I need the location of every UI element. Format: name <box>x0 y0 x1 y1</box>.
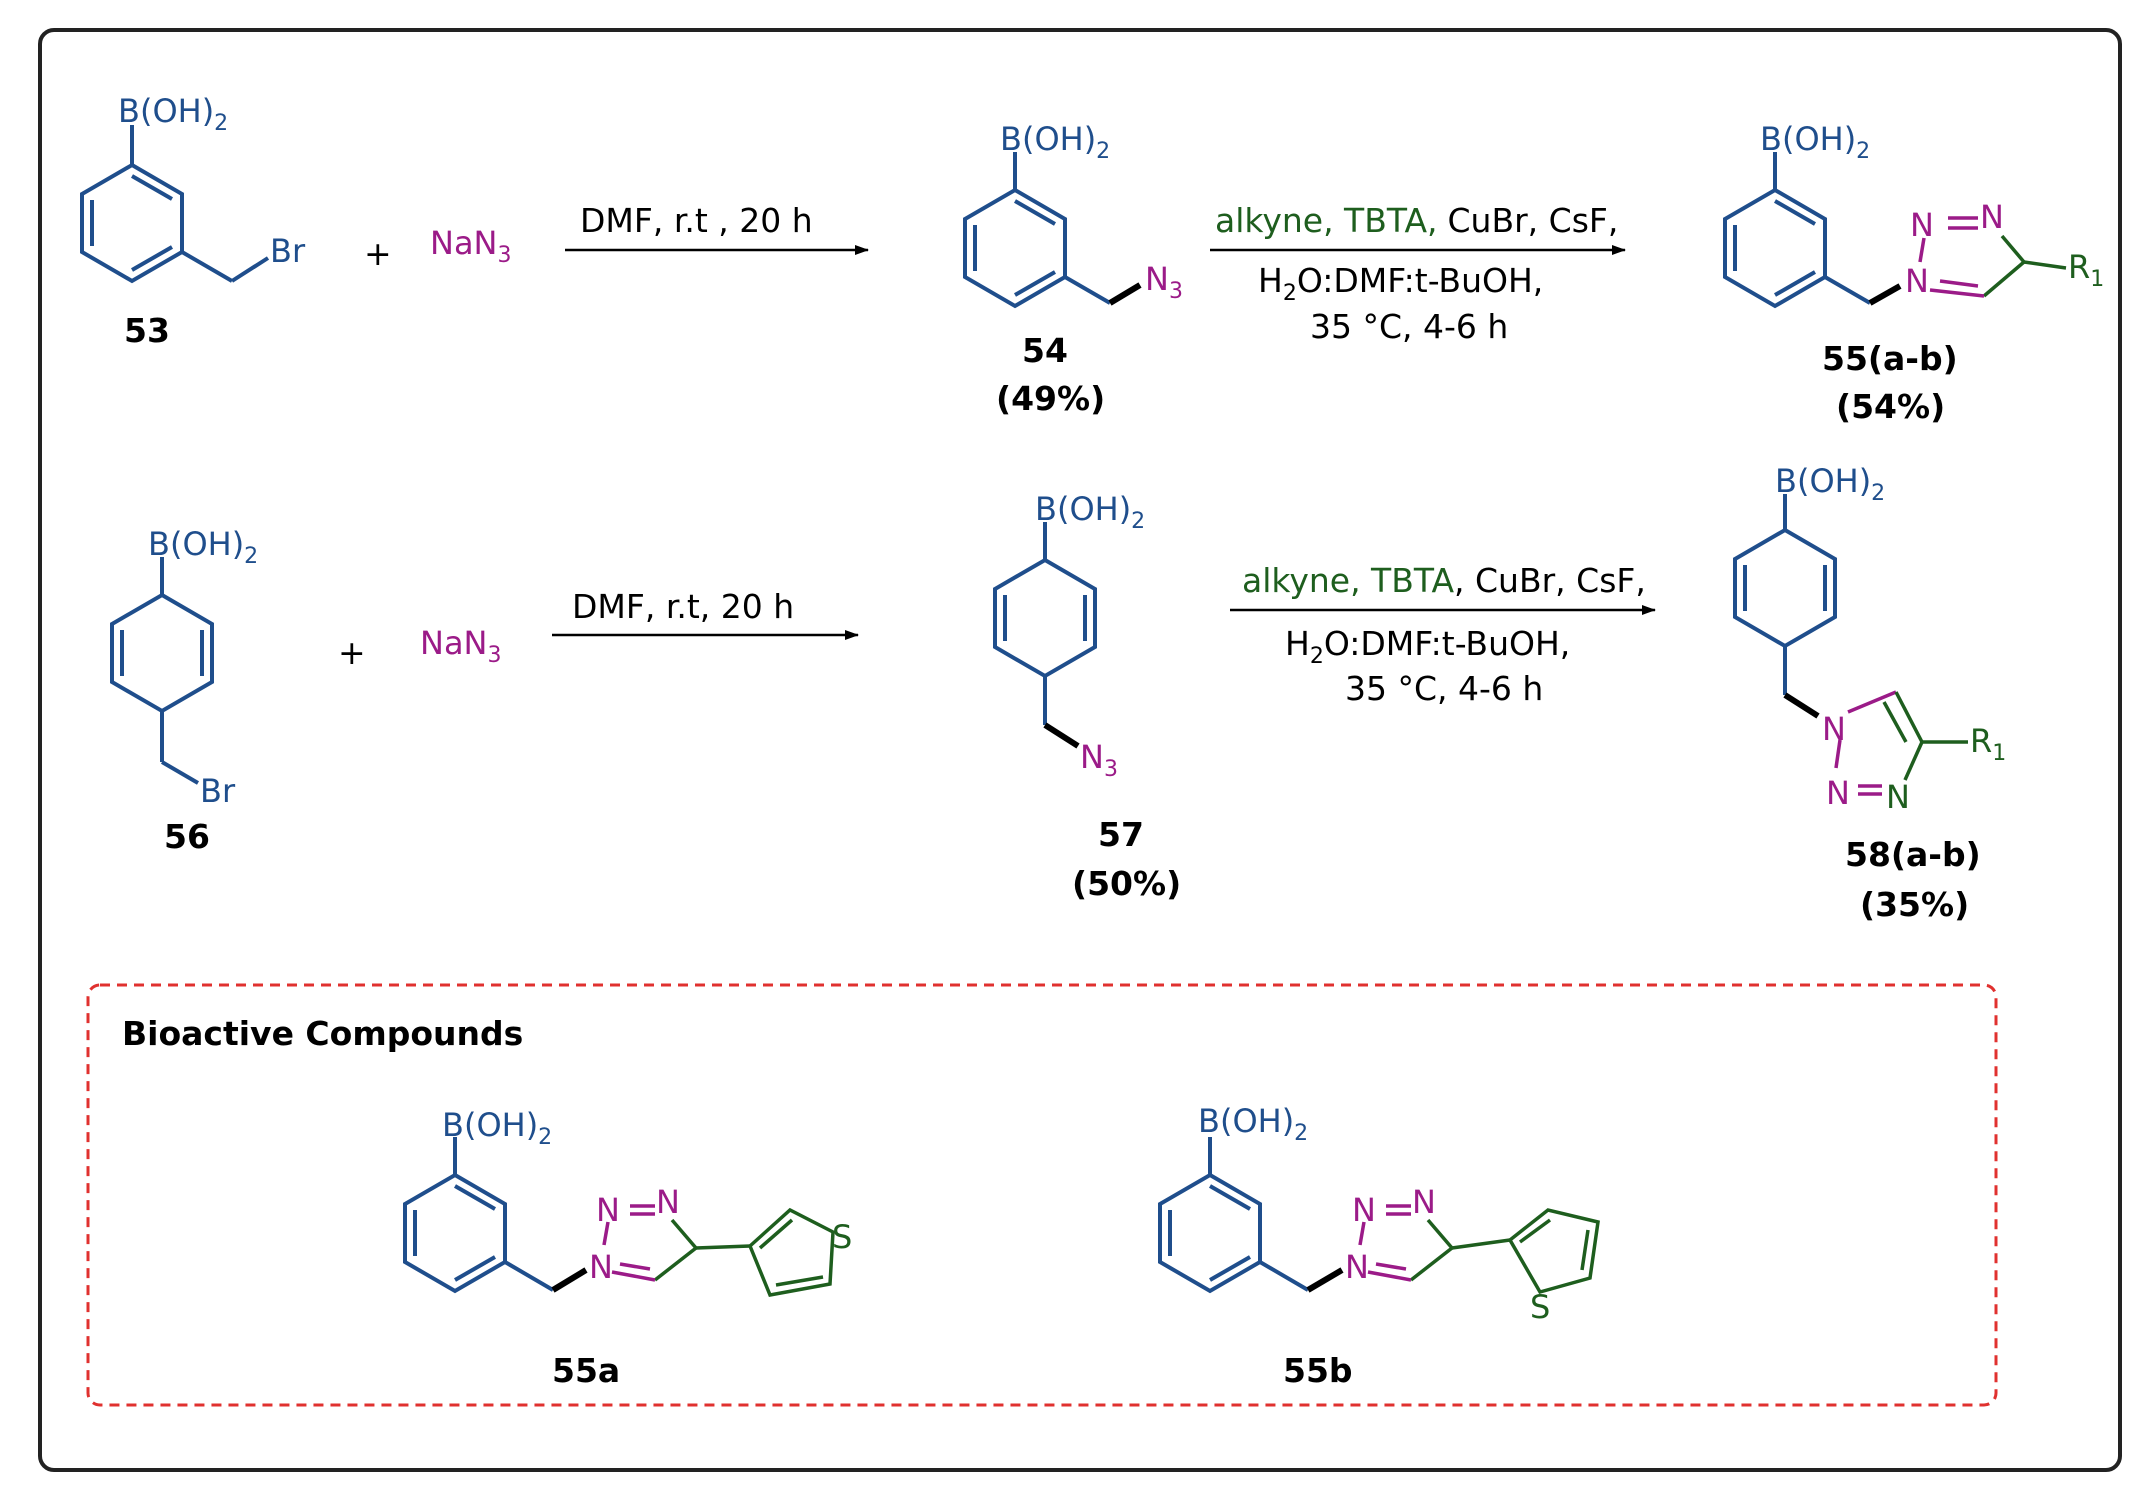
boronic-acid-label: B(OH)2 <box>148 525 258 569</box>
label-55: 55(a-b) <box>1822 339 1958 378</box>
conditions-step2-line2: H2O:DMF:t-BuOH, <box>1258 261 1543 306</box>
compound-55-structure <box>1723 152 1872 309</box>
nitrogen-label: N <box>1980 198 2004 236</box>
yield-55: (54%) <box>1836 387 1945 426</box>
sulfur-label: S <box>1530 1288 1550 1326</box>
nitrogen-label: N <box>1412 1183 1436 1221</box>
r1-group-label: R1 <box>2068 248 2104 292</box>
compound-58-structure <box>1733 494 1837 695</box>
conditions-step2-line3: 35 °C, 4-6 h <box>1345 669 1543 708</box>
bioactive-box <box>86 983 1998 1407</box>
r1-group-label: R1 <box>1970 722 2006 766</box>
yield-58: (35%) <box>1860 885 1969 924</box>
triazole-ring <box>1834 690 1968 796</box>
boronic-acid-label: B(OH)2 <box>1198 1102 1308 1146</box>
yield-54: (49%) <box>996 379 1105 418</box>
compound-55b-structure <box>1158 1137 1310 1294</box>
bromine-label: Br <box>270 232 306 270</box>
conditions-step2-line1: alkyne, TBTA,CuBr, CsF, <box>1215 201 1618 240</box>
compound-54-structure <box>963 152 1112 309</box>
bond-bold <box>1043 722 1080 749</box>
conditions-step2-line3: 35 °C, 4-6 h <box>1310 307 1508 346</box>
nitrogen-label: N <box>1905 262 1929 300</box>
triazoline-ring <box>1358 1204 1511 1282</box>
boronic-acid-label: B(OH)2 <box>442 1106 552 1150</box>
label-57: 57 <box>1098 815 1144 854</box>
nitrogen-label: N <box>1910 206 1934 244</box>
boronic-acid-label: B(OH)2 <box>1035 490 1145 534</box>
conditions-step1: DMF, r.t, 20 h <box>572 587 794 626</box>
plus-sign: + <box>364 234 392 273</box>
outer-frame <box>38 28 2122 1472</box>
label-55b: 55b <box>1283 1351 1353 1390</box>
plus-sign: + <box>338 633 366 672</box>
label-54: 54 <box>1022 331 1068 370</box>
bond-bold <box>1868 283 1902 306</box>
boronic-acid-label: B(OH)2 <box>1000 120 1110 164</box>
thiophene-ring <box>1507 1208 1600 1295</box>
triazoline-ring <box>1918 216 2067 298</box>
nitrogen-label: N <box>1886 778 1910 816</box>
compound-56-structure <box>110 557 214 785</box>
azide-label: N3 <box>1080 738 1118 782</box>
bond-bold <box>1306 1267 1344 1293</box>
boronic-acid-label: B(OH)2 <box>118 92 228 136</box>
nitrogen-label: N <box>596 1191 620 1229</box>
nitrogen-label: N <box>1352 1191 1376 1229</box>
bond-bold <box>1108 282 1142 306</box>
triazoline-ring <box>602 1204 751 1282</box>
nitrogen-label: N <box>656 1183 680 1221</box>
compound-53-structure <box>80 125 270 284</box>
bioactive-title: Bioactive Compounds <box>122 1014 523 1053</box>
yield-57: (50%) <box>1072 864 1181 903</box>
bromine-label: Br <box>200 772 236 810</box>
sulfur-label: S <box>832 1218 852 1256</box>
nitrogen-label: N <box>1826 774 1850 812</box>
azide-label: N3 <box>1145 260 1183 304</box>
label-58: 58(a-b) <box>1845 835 1981 874</box>
label-56: 56 <box>164 817 210 856</box>
conditions-step2-line1: alkyne, TBTA, CuBr, CsF, <box>1242 561 1646 600</box>
boronic-acid-label: B(OH)2 <box>1760 120 1870 164</box>
label-53: 53 <box>124 311 170 350</box>
nitrogen-label: N <box>589 1248 613 1286</box>
nitrogen-label: N <box>1822 710 1846 748</box>
bond-bold <box>551 1267 588 1293</box>
compound-55a-structure <box>403 1137 555 1294</box>
thiophene-ring <box>747 1207 835 1297</box>
nitrogen-label: N <box>1345 1248 1369 1286</box>
compound-57-structure <box>993 522 1097 725</box>
sodium-azide-label: NaN3 <box>420 624 501 668</box>
label-55a: 55a <box>552 1351 620 1390</box>
bond-bold <box>1783 692 1820 719</box>
conditions-step1: DMF, r.t , 20 h <box>580 201 813 240</box>
conditions-step2-line2: H2O:DMF:t-BuOH, <box>1285 624 1570 669</box>
sodium-azide-label: NaN3 <box>430 224 511 268</box>
boronic-acid-label: B(OH)2 <box>1775 462 1885 506</box>
